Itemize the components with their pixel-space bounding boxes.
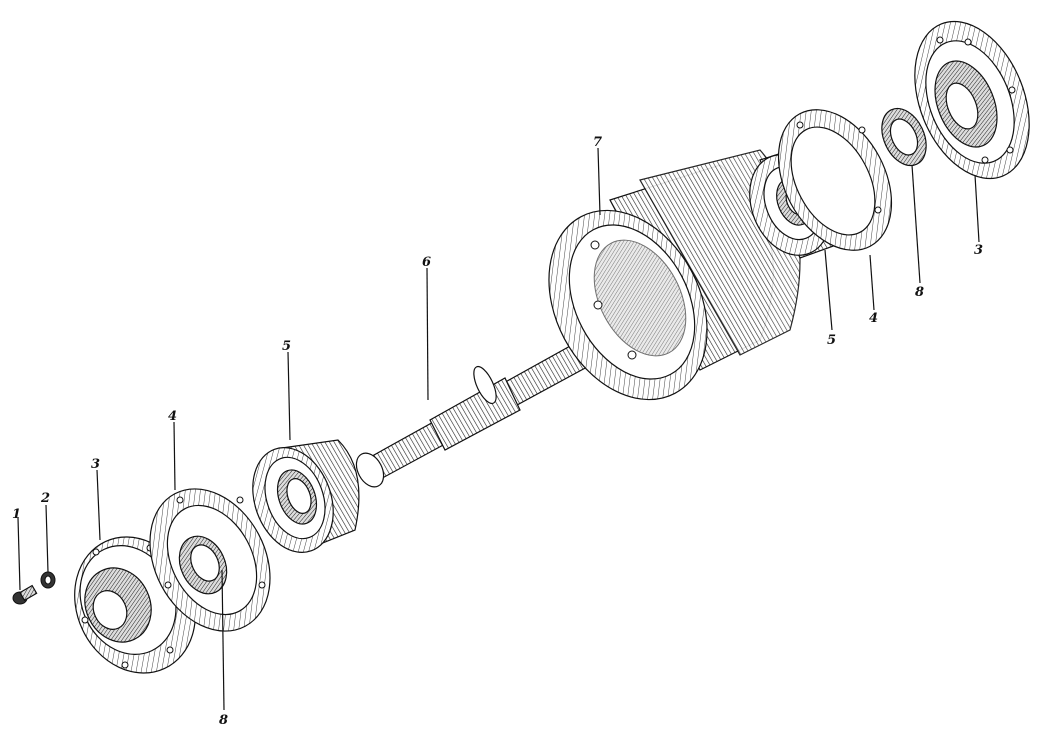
callout-4-right: 4 [869, 311, 878, 326]
callout-labels: 1 2 3 4 5 6 7 8 5 4 8 3 [12, 135, 983, 728]
callout-2-left: 2 [40, 491, 50, 506]
callout-1-left: 1 [12, 507, 21, 522]
bolt-part-1 [12, 584, 38, 605]
washer-part-2 [40, 571, 56, 589]
callout-8-left: 8 [219, 713, 228, 728]
callout-5-right: 5 [827, 333, 836, 348]
callout-8-right: 8 [915, 285, 924, 300]
oil-seal-right-part-8 [881, 107, 927, 167]
ball-bearing-left-part-5 [252, 439, 360, 553]
callout-3-left: 3 [91, 457, 100, 472]
leader-lines [17, 147, 980, 711]
callout-3-right: 3 [974, 243, 983, 258]
callout-6: 6 [422, 255, 431, 270]
oil-seal-left-part-8 [178, 535, 228, 595]
bearing-cap-right-part-3 [914, 20, 1030, 180]
callout-4-left: 4 [168, 409, 177, 424]
callout-5-left: 5 [282, 339, 291, 354]
shaft-part-6 [355, 331, 605, 488]
gasket-right-part-4 [777, 109, 893, 251]
callout-7: 7 [593, 135, 602, 150]
